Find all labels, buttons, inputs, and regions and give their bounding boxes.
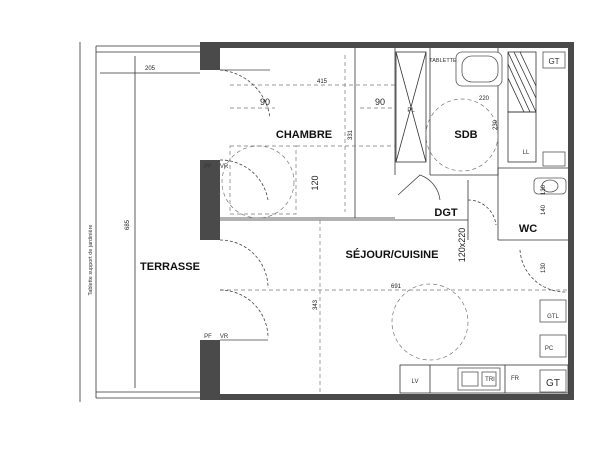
label-fr: FR: [511, 376, 520, 382]
dim-chambre-width: 415: [317, 79, 328, 85]
dim-chambre-depth: 331: [348, 129, 354, 140]
terrace: [79, 42, 200, 402]
label-pf-bottom: PF: [204, 334, 212, 340]
service-shaft: [507, 51, 537, 163]
kitchen-counter: [399, 299, 569, 394]
bathtub: [455, 51, 503, 87]
label-gt-top: GT: [548, 57, 559, 66]
dim-clearance-90-a: 90: [260, 97, 270, 107]
gt-box-top: [542, 51, 566, 69]
room-label-chambre: CHAMBRE: [276, 129, 332, 141]
dim-turning-circle: 120x220: [457, 228, 467, 263]
label-gtl: GTL: [547, 314, 559, 320]
label-tri: TRI: [485, 377, 495, 383]
gt-box-bottom: [539, 369, 567, 393]
label-tablette-support: Tablette support de jardinière: [88, 225, 94, 296]
dim-sejour-width: 691: [391, 284, 402, 290]
room-label-dgt: DGT: [434, 207, 458, 219]
dim-terrace-width: 205: [145, 66, 156, 72]
gt-box-mid: [542, 151, 566, 167]
label-pc: PC: [545, 346, 554, 352]
label-pf-top: PF: [204, 164, 212, 170]
sdb-turning-circle: [425, 98, 499, 172]
dim-right-130-b: 130: [541, 262, 547, 273]
label-pl: PL: [407, 108, 415, 114]
exterior-walls: [200, 42, 574, 400]
room-label-wc: WC: [519, 223, 537, 235]
label-vr-top: VR: [220, 164, 229, 170]
dim-sejour-depth: 343: [313, 299, 319, 310]
dim-sdb-depth: 230: [493, 119, 499, 130]
label-lv: LV: [412, 379, 419, 385]
doors: [219, 69, 567, 341]
dim-right-130-a: 130: [541, 184, 547, 195]
room-label-sdb: SDB: [454, 129, 477, 141]
wc-toilet: [533, 177, 567, 195]
room-label-terrasse: TERRASSE: [140, 261, 200, 273]
room-label-sejour: SÉJOUR/CUISINE: [346, 248, 439, 261]
dim-wc-depth: 140: [541, 204, 547, 215]
label-gt-bottom: GT: [546, 378, 560, 389]
label-ll: LL: [523, 150, 530, 156]
dim-sdb-width: 220: [479, 96, 490, 102]
sejour-turning-circle: [391, 283, 469, 361]
chambre-guides: [221, 55, 395, 219]
dim-clearance-120: 120: [310, 175, 320, 190]
dim-terrace-length: 685: [125, 219, 131, 230]
interior-walls: [220, 48, 568, 394]
label-tablette: TABLETTE: [429, 58, 457, 64]
dim-clearance-90-b: 90: [375, 97, 385, 107]
label-vr-bottom: VR: [220, 334, 229, 340]
